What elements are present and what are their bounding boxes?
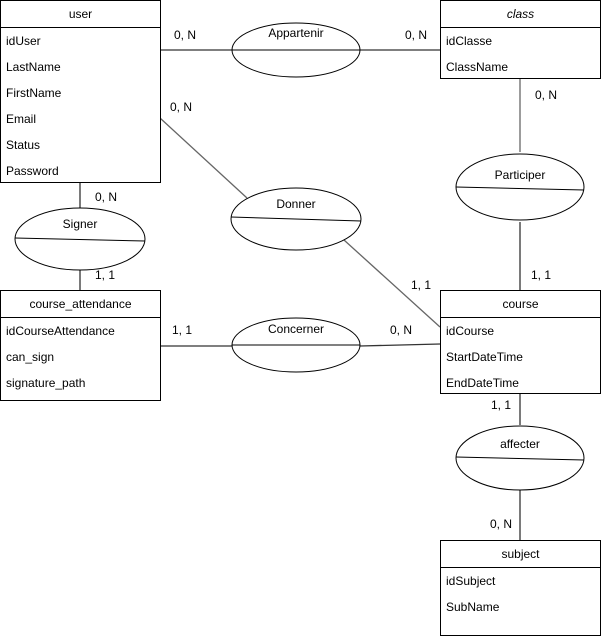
entity-title: course (441, 291, 600, 318)
connector-user-donner (159, 117, 248, 199)
entity-title: user (1, 1, 160, 28)
entity-class[interactable]: class idClasse ClassName (440, 0, 601, 79)
attribute: ClassName (446, 60, 509, 74)
relation-label-concerner: Concerner (267, 322, 325, 336)
attribute: Email (6, 112, 37, 126)
cardinality-class-participer: 0, N (535, 88, 558, 102)
entity-title: subject (441, 541, 600, 568)
attribute: signature_path (6, 376, 86, 390)
relation-appartenir[interactable] (231, 22, 361, 78)
entity-course-attendance[interactable]: course_attendance idCourseAttendance can… (0, 290, 161, 401)
cardinality-attendance-concerner: 1, 1 (172, 323, 193, 337)
attribute: SubName (446, 600, 500, 614)
cardinality-course-donner: 1, 1 (411, 278, 432, 292)
attribute: idSubject (446, 574, 496, 588)
attribute: FirstName (6, 86, 62, 100)
relation-label-signer: Signer (62, 217, 98, 231)
connector-concerner-course (359, 343, 441, 347)
attribute: EndDateTime (446, 376, 519, 390)
relation-label-appartenir: Appartenir (268, 26, 324, 40)
entity-title: class (441, 1, 600, 28)
relation-signer[interactable] (14, 207, 146, 271)
entity-course[interactable]: course idCourse StartDateTime EndDateTim… (440, 290, 601, 394)
cardinality-subject-affecter: 0, N (490, 517, 513, 531)
cardinality-course-affecter: 1, 1 (491, 398, 512, 412)
cardinality-course-concerner: 0, N (390, 323, 413, 337)
attribute: can_sign (6, 350, 55, 364)
entity-title: course_attendance (1, 291, 160, 318)
cardinality-class-appartenir: 0, N (405, 28, 428, 42)
attribute: Password (6, 164, 59, 178)
connector-donner-course (343, 239, 441, 328)
entity-subject[interactable]: subject idSubject SubName (440, 540, 601, 636)
relation-label-donner: Donner (276, 197, 316, 211)
attribute: idCourse (446, 324, 495, 338)
attribute: Status (6, 138, 41, 152)
attribute: idUser (6, 34, 41, 48)
attribute: idClasse (446, 34, 493, 48)
cardinality-course-participer: 1, 1 (531, 268, 552, 282)
cardinality-user-donner: 0, N (170, 100, 193, 114)
attribute: idCourseAttendance (6, 324, 115, 338)
cardinality-user-signer: 0, N (95, 190, 118, 204)
attribute: StartDateTime (446, 350, 523, 364)
relation-concerner[interactable] (231, 317, 361, 373)
relation-donner[interactable] (230, 187, 362, 251)
relation-label-affecter: affecter (500, 437, 540, 451)
attribute: LastName (6, 60, 61, 74)
relation-label-participer: Participer (494, 168, 546, 182)
relation-participer[interactable] (455, 153, 585, 221)
cardinality-user-appartenir: 0, N (174, 28, 197, 42)
entity-user[interactable]: user idUser LastName FirstName Email Sta… (0, 0, 161, 183)
cardinality-attendance-signer: 1, 1 (95, 268, 116, 282)
relation-affecter[interactable] (455, 425, 585, 491)
